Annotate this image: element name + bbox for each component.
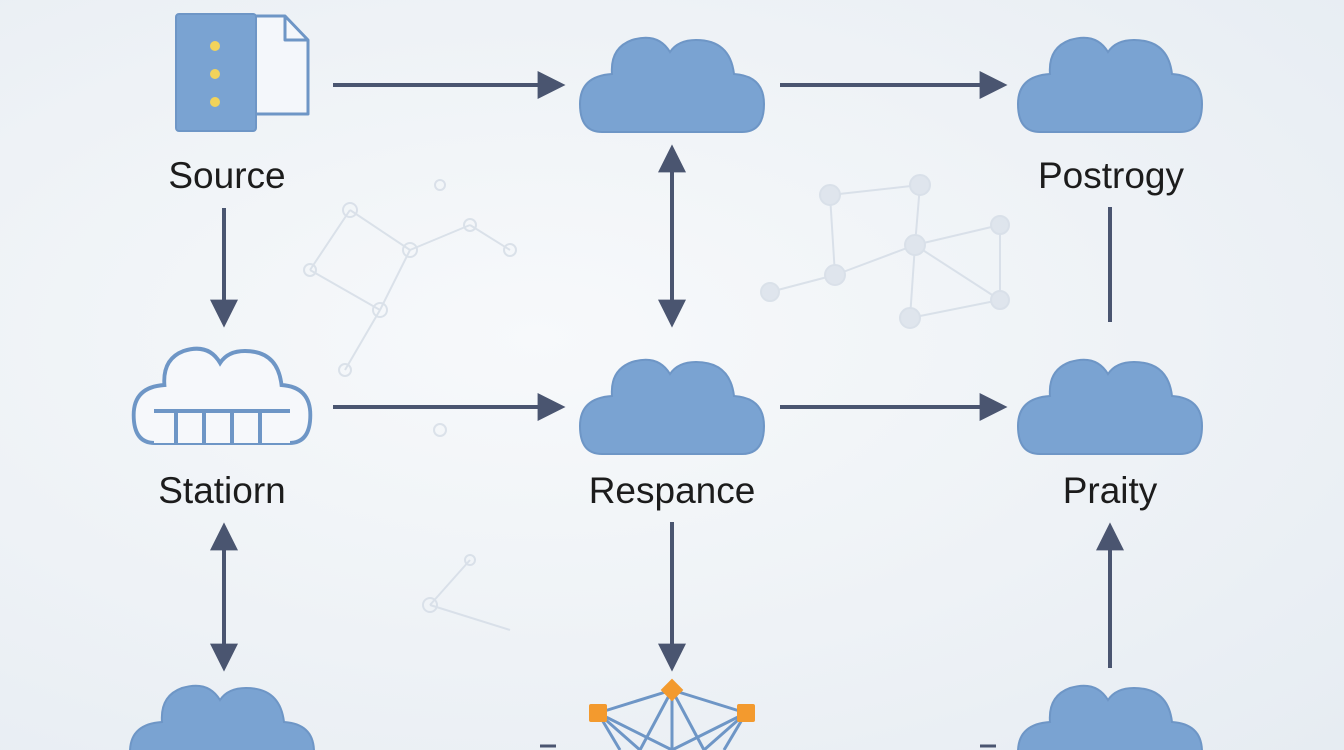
cloud-bottom-left-icon [129,684,315,750]
label-postrogy: Postrogy [1037,155,1185,196]
label-response: Respance [588,470,756,511]
label-praity: Praity [1062,470,1158,511]
document-server-icon [175,13,310,132]
background-network-watermark [303,174,1010,631]
label-source: Source [168,155,286,196]
cloud-postrogy-icon [1017,36,1203,133]
cloud-response-icon [579,358,765,455]
cloud-bottom-right-icon [1017,684,1203,750]
cloud-rack-icon [131,346,313,445]
cloud-praity-icon [1017,358,1203,455]
label-station: Statiorn [158,470,286,511]
network-mesh-icon [589,678,755,750]
cloud-top-center-icon [579,36,765,133]
